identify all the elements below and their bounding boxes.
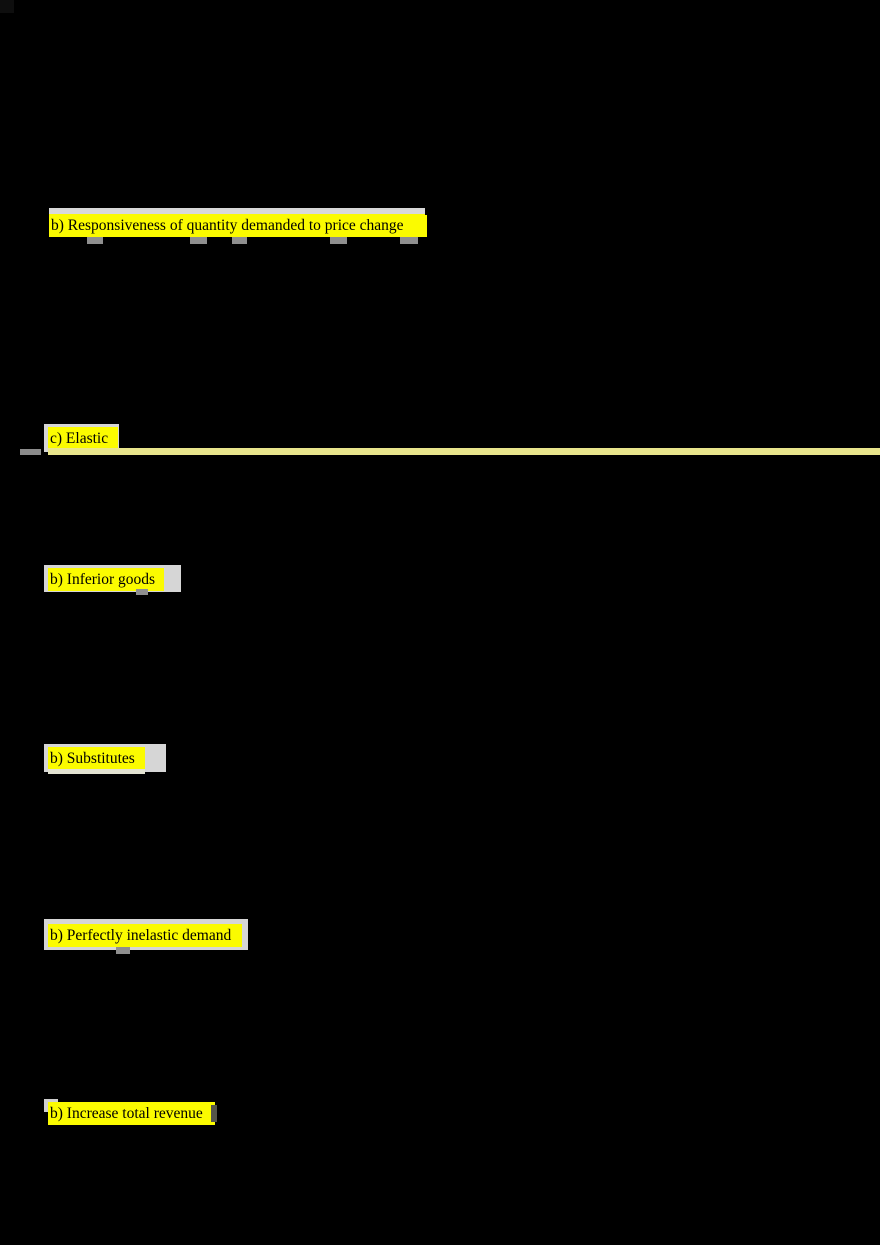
descender-artifact <box>232 237 247 244</box>
corner-artifact <box>0 0 14 13</box>
descender-artifact <box>116 947 130 954</box>
highlight-bottom-strip-artifact <box>48 769 145 774</box>
descender-artifact <box>87 237 103 244</box>
bar-left-dash-artifact <box>20 449 41 455</box>
highlighted-answer-3: b) Inferior goods <box>48 568 164 591</box>
descender-artifact <box>190 237 207 244</box>
highlighted-answer-4: b) Substitutes <box>48 747 145 770</box>
highlighted-answer-1: b) Responsiveness of quantity demanded t… <box>49 214 425 237</box>
trailing-mark-artifact <box>211 1105 217 1122</box>
highlight-edge-artifact <box>425 215 427 237</box>
descender-artifact <box>400 237 418 244</box>
highlighted-answer-6: b) Increase total revenue <box>48 1102 215 1125</box>
pale-highlight-bar <box>48 448 880 455</box>
descender-artifact <box>136 589 148 595</box>
highlighted-answer-5: b) Perfectly inelastic demand <box>48 924 242 947</box>
descender-artifact <box>330 237 347 244</box>
highlight-top-strip-artifact <box>49 208 425 216</box>
highlighted-answer-2: c) Elastic <box>48 427 118 450</box>
